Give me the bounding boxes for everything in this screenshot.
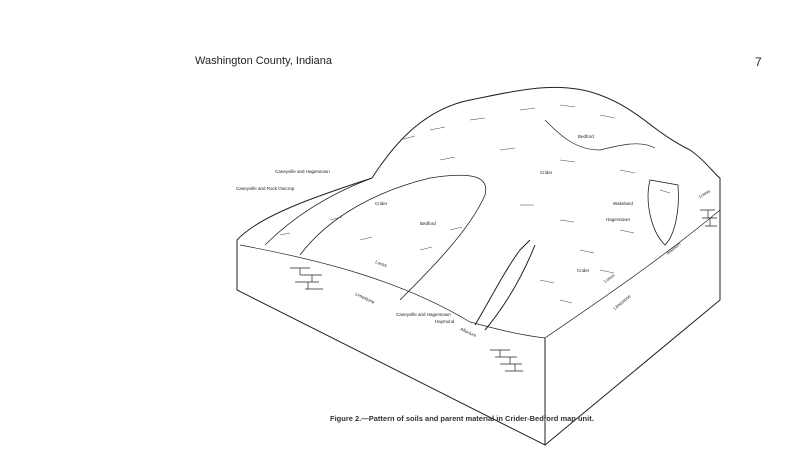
label-bedford-top: Bedford [578,134,594,139]
label-crider-left: Crider [375,201,388,206]
label-caneyville-rock-outcrop: Caneyville and Rock Outcrop [236,186,295,191]
label-loess-left: Loess [375,259,389,268]
label-hagerstown: Hagerstown [606,217,631,222]
loess-band-left [239,244,546,339]
label-bedford-left: Bedford [420,221,436,226]
left-face-outline [236,240,546,446]
label-limestone-right: Limestone [612,293,631,310]
label-limestone-left: Limestone [355,291,376,305]
valley-left [474,239,531,326]
limestone-symbol-left [290,267,323,290]
ridge-crider-bedford [299,174,487,301]
label-caneyville-hagerstown-upper: Caneyville and Hagerstown [275,169,330,174]
terrain-hatching [279,104,671,304]
terrain-skyline [236,86,721,241]
figure-caption: Figure 2.—Pattern of soils and parent ma… [330,414,594,423]
right-face-outline [544,205,721,446]
bedford-top-boundary [544,119,656,151]
diagram-labels: Caneyville and Hagerstown Caneyville and… [236,134,712,338]
valley-right [484,244,536,331]
label-haymond: Haymond [435,319,455,324]
label-alluvium-right: Alluvium [665,241,681,256]
label-wakeland: Wakeland [613,201,633,206]
loess-band-right [544,209,721,339]
ridge-left [264,177,373,246]
label-loess-right: Loess [603,272,616,283]
label-crider-right: Crider [577,268,590,273]
limestone-symbol-front [490,349,523,372]
running-title: Washington County, Indiana [195,55,332,67]
label-loess-right-edge: Loess [698,188,712,199]
label-caneyville-hagerstown-lower: Caneyville and Hagerstown [396,312,451,317]
right-valley [647,179,679,246]
page-number: 7 [755,55,762,69]
limestone-symbol-right [700,209,717,227]
label-crider-top: Crider [540,170,553,175]
label-alluvium-lower: Alluvium [460,326,478,338]
